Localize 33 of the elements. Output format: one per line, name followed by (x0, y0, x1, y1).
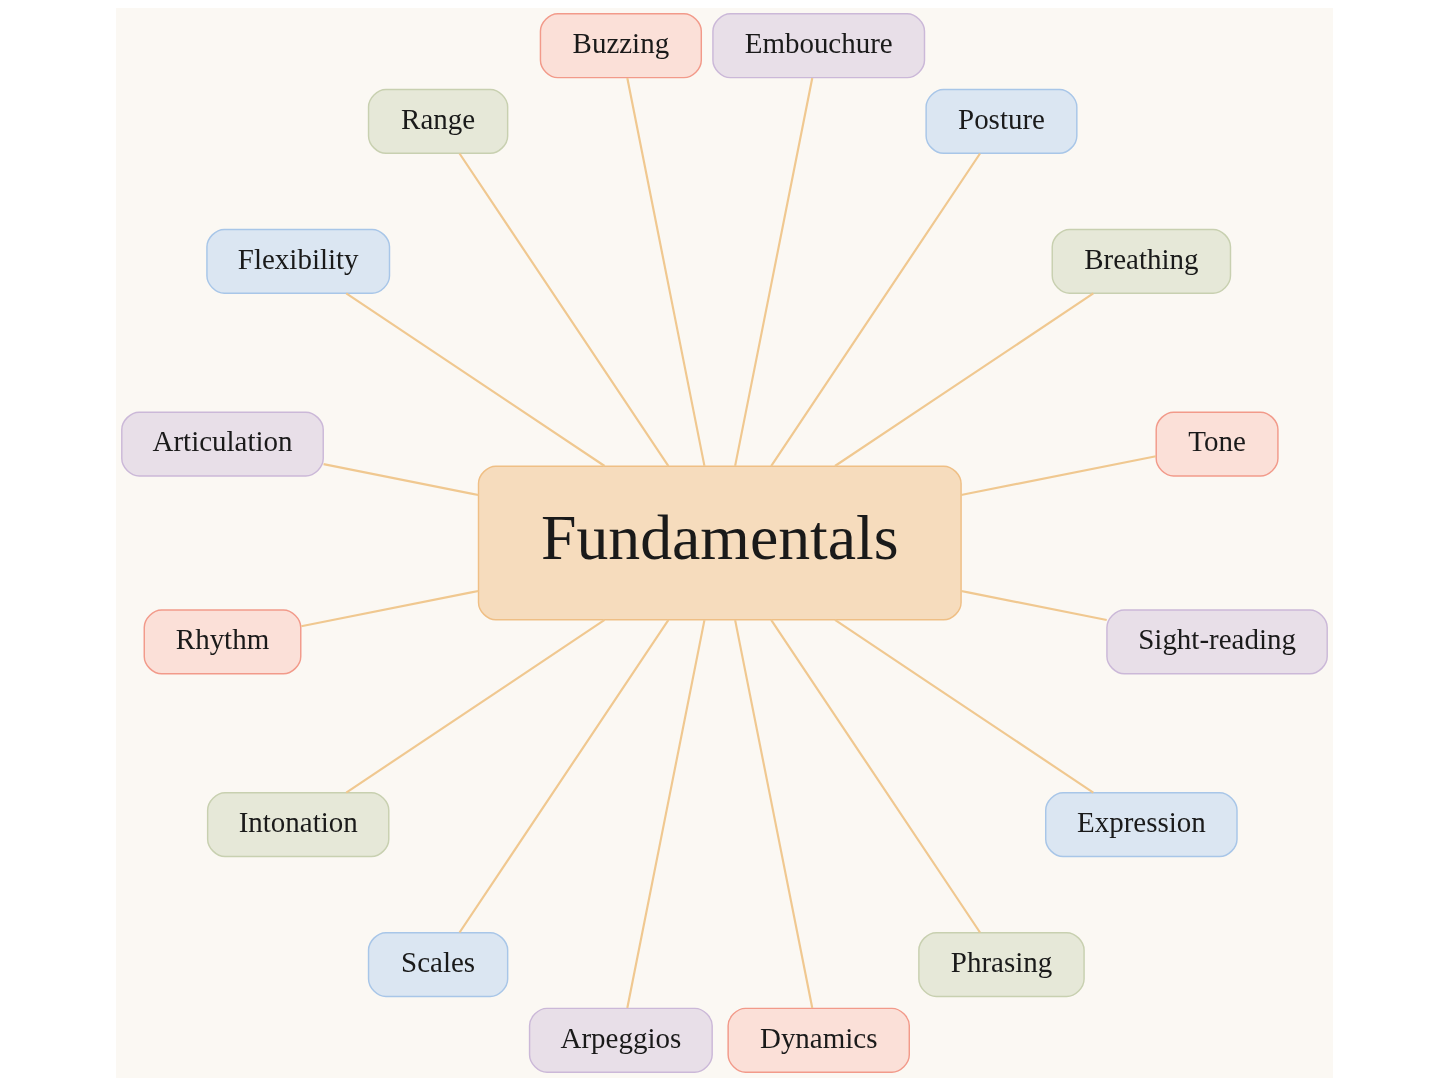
node-box: Flexibility (205, 228, 390, 294)
connector (458, 619, 669, 934)
node-box: Fundamentals (477, 465, 962, 621)
connector (625, 77, 705, 467)
node-box: Articulation (120, 411, 324, 477)
node-box: Expression (1044, 792, 1238, 858)
node-box: Arpeggios (528, 1007, 713, 1073)
node-box: Breathing (1051, 228, 1231, 294)
connector (300, 589, 479, 628)
connector (960, 589, 1107, 622)
node-box: Rhythm (143, 609, 301, 675)
connector (833, 292, 1094, 467)
node-box: Sight-reading (1105, 609, 1328, 675)
node-box: Phrasing (917, 931, 1085, 998)
connector (733, 619, 813, 1009)
node-box: Range (367, 88, 508, 155)
node-box: Intonation (206, 792, 389, 858)
connector (769, 152, 981, 467)
node-box: Buzzing (539, 13, 702, 79)
connector (769, 619, 981, 934)
connector (458, 152, 669, 467)
connector (322, 463, 479, 497)
node-box: Tone (1154, 411, 1279, 477)
node-box: Scales (367, 931, 508, 998)
connector (345, 292, 605, 467)
connector (625, 619, 705, 1009)
connector (345, 619, 605, 794)
connector (733, 77, 813, 467)
node-box: Dynamics (726, 1007, 910, 1073)
node-box: Posture (924, 88, 1078, 155)
node-box: Embouchure (711, 13, 925, 79)
connector (960, 455, 1156, 497)
connector (833, 619, 1094, 794)
